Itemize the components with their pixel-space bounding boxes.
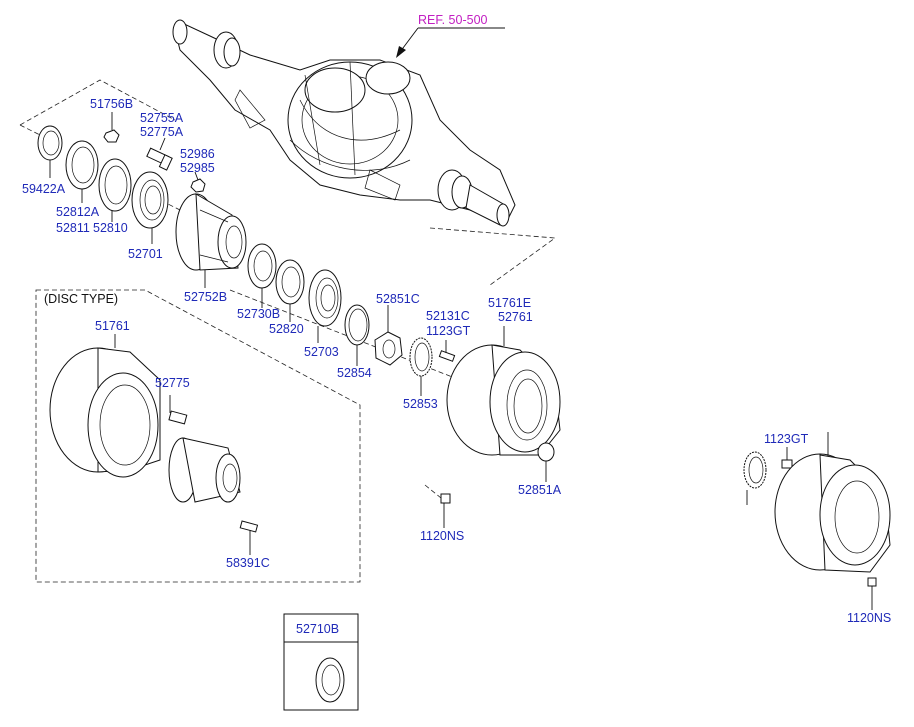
label-52851C[interactable]: 52851C xyxy=(376,292,420,306)
lock-washer-right xyxy=(743,451,767,489)
label-52820[interactable]: 52820 xyxy=(269,322,304,336)
axis-line-right xyxy=(429,227,557,286)
screw-1123GT xyxy=(438,350,456,362)
disc-hub xyxy=(168,437,241,503)
label-1120NS[interactable]: 1120NS xyxy=(420,529,464,543)
label-52755A[interactable]: 52755A xyxy=(140,111,184,125)
ref-leader xyxy=(399,27,419,53)
label-1123GT[interactable]: 1123GT xyxy=(426,324,471,338)
nut-52851C xyxy=(374,331,403,366)
label-51756B[interactable]: 51756B xyxy=(90,97,133,111)
inset-part-label[interactable]: 52710B xyxy=(296,622,339,636)
axis-line-top xyxy=(19,79,176,126)
ref-arrowhead xyxy=(396,46,406,58)
seal-52730B xyxy=(247,243,277,289)
leader-lines xyxy=(49,112,873,610)
bolt-1120NS-right xyxy=(867,577,877,587)
label-52810[interactable]: 52810 xyxy=(93,221,128,235)
label-52853[interactable]: 52853 xyxy=(403,397,438,411)
seal-52810 xyxy=(98,158,132,212)
screw-1123GT-right xyxy=(781,459,793,469)
nut-52985 xyxy=(190,178,206,193)
part-labels: 51756B 52755A 52775A 52986 52985 59422A … xyxy=(22,97,891,625)
bolt-58391C xyxy=(239,520,259,533)
label-51761[interactable]: 51761 xyxy=(95,319,130,333)
label-52703[interactable]: 52703 xyxy=(304,345,339,359)
brake-drum-right xyxy=(774,453,891,573)
nut-51756B xyxy=(103,129,120,143)
label-52752B[interactable]: 52752B xyxy=(184,290,227,304)
label-52775[interactable]: 52775 xyxy=(155,376,190,390)
bolt-52775 xyxy=(168,410,188,425)
bearing-52701 xyxy=(131,171,169,229)
label-52730B[interactable]: 52730B xyxy=(237,307,280,321)
bolt-52755A xyxy=(146,147,173,171)
spacer-52820 xyxy=(275,259,305,305)
seal-52710B xyxy=(315,657,345,703)
label-52701[interactable]: 52701 xyxy=(128,247,163,261)
seal-59422A xyxy=(37,125,63,161)
label-52812A[interactable]: 52812A xyxy=(56,205,100,219)
label-58391C[interactable]: 58391C xyxy=(226,556,270,570)
bearing-52703 xyxy=(308,269,342,327)
bolt-1120NS xyxy=(424,484,451,504)
label-52851A[interactable]: 52851A xyxy=(518,483,562,497)
label-52131C[interactable]: 52131C xyxy=(426,309,470,323)
disc-type-title: (DISC TYPE) xyxy=(44,292,118,306)
brake-drum-52761 xyxy=(446,344,561,462)
disc-type-frame xyxy=(35,289,361,583)
label-51761E[interactable]: 51761E xyxy=(488,296,531,310)
hub-52752B xyxy=(175,193,247,271)
label-1120NS-right[interactable]: 1120NS xyxy=(847,611,891,625)
label-1123GT-right[interactable]: 1123GT xyxy=(764,432,809,446)
label-59422A[interactable]: 59422A xyxy=(22,182,66,196)
label-52854[interactable]: 52854 xyxy=(337,366,372,380)
label-52986[interactable]: 52986 xyxy=(180,147,215,161)
axle-housing-drawing xyxy=(172,19,516,227)
label-52985[interactable]: 52985 xyxy=(180,161,215,175)
label-52811[interactable]: 52811 xyxy=(56,221,90,235)
brake-disc-51761 xyxy=(49,347,161,478)
ring-52854 xyxy=(344,304,370,346)
label-52775A[interactable]: 52775A xyxy=(140,125,184,139)
axis-line-left xyxy=(19,124,41,136)
lock-washer-52853 xyxy=(409,337,433,377)
ref-label[interactable]: REF. 50-500 xyxy=(418,13,488,27)
oil-seal-52812A xyxy=(65,140,99,190)
axis-line-mid xyxy=(229,289,461,381)
label-52761[interactable]: 52761 xyxy=(498,310,533,324)
